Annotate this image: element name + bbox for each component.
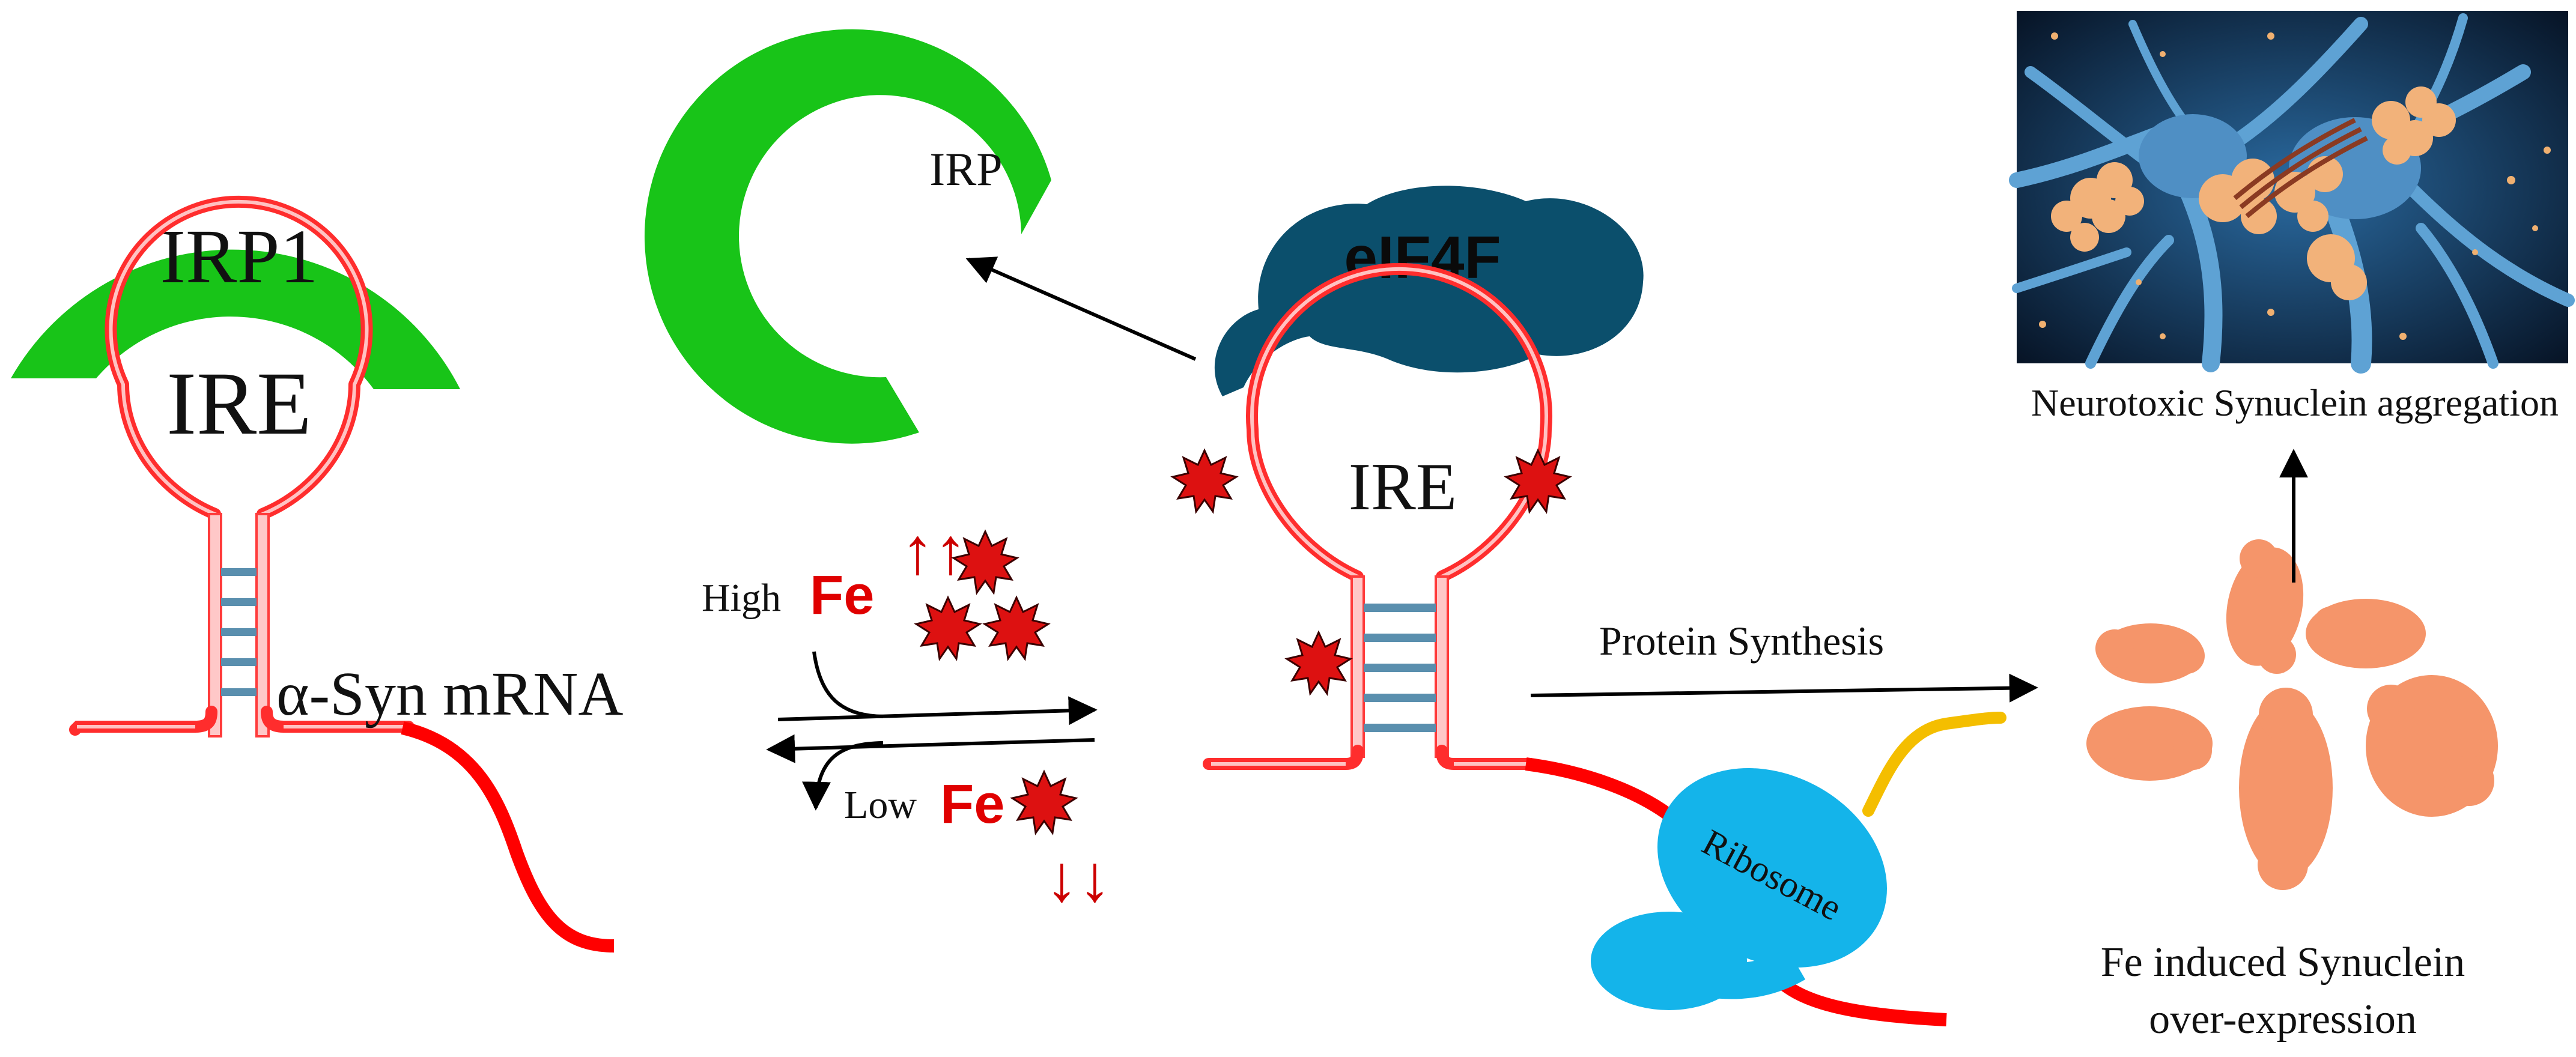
left-ire-structure: IRP1 IRE α-Syn mRNA: [11, 195, 623, 953]
synuclein-aggregates: [2051, 86, 2456, 300]
low-fe-curve: [802, 741, 884, 811]
synuclein-blob-3: [2306, 599, 2426, 668]
center-stem-base-pairs: [1364, 604, 1436, 732]
left-stem-strand-right: [255, 513, 270, 737]
mrna-label: α-Syn mRNA: [276, 659, 623, 728]
eif4f-protein-shape: [1214, 186, 1644, 396]
synuclein-blob-4: [2086, 706, 2213, 781]
iron-increase-arrows: ↑↑: [901, 514, 967, 588]
aggregation-caption: Neurotoxic Synuclein aggregation: [2031, 381, 2559, 424]
low-fe-label: Fe: [940, 774, 1004, 835]
center-ire-structure: eIF4F IRE Ribosome: [1171, 186, 2006, 1026]
iron-ion-7: [1286, 631, 1352, 695]
ribosome-large-subunit: [1657, 768, 1887, 968]
synuclein-blob-5: [2239, 688, 2333, 890]
synuclein-blob-1: [2095, 623, 2205, 683]
center-mrna-backbone: [1203, 745, 1537, 770]
fibril-strands: [2233, 118, 2368, 219]
aggregation-illustration: [2009, 11, 2575, 374]
left-stem-base-pairs: [221, 568, 257, 696]
irp-label: IRP: [929, 143, 1002, 195]
overexpression-caption-line2: over-expression: [2149, 996, 2417, 1043]
iron-equilibrium: High Fe ↑↑ Low Fe ↓↓: [702, 514, 1111, 915]
center-stem-strand-left: [1350, 575, 1365, 758]
protein-synthesis-arrow: [1530, 673, 2038, 703]
iron-ion-4: [1011, 771, 1077, 834]
iron-ion-6: [1505, 449, 1571, 513]
center-ire-label: IRE: [1349, 450, 1457, 524]
free-irp-protein-shape: [644, 29, 1051, 444]
irp-release-arrow: [965, 256, 1197, 361]
synuclein-blob-6: [2366, 675, 2498, 817]
left-stem-strand-left: [208, 513, 222, 737]
synuclein-blob-2: [2226, 539, 2304, 674]
left-ire-label: IRE: [166, 354, 312, 453]
iron-ion-5: [1171, 449, 1238, 513]
protein-synthesis-step: Protein Synthesis: [1530, 618, 2038, 703]
overexpression-caption-line1: Fe induced Synuclein: [2101, 939, 2465, 986]
center-stem-strand-right: [1435, 575, 1449, 758]
eif4f-label: eIF4F: [1344, 224, 1501, 291]
iron-ion-3: [983, 596, 1050, 660]
high-fe-label: Fe: [810, 565, 874, 626]
iron-ion-2: [915, 596, 981, 660]
iron-decrease-arrows: ↓↓: [1045, 841, 1111, 915]
left-mrna-tail: [401, 721, 615, 953]
scattered-particles: [2039, 32, 2551, 340]
forward-arrow: [777, 696, 1098, 725]
reverse-arrow: [766, 734, 1095, 763]
high-fe-curve: [812, 651, 884, 718]
low-label: Low: [844, 783, 917, 827]
synuclein-proteins: [2086, 539, 2498, 890]
nascent-peptide: [1862, 712, 2006, 817]
free-irp: IRP: [644, 29, 1051, 444]
ribosome: Ribosome: [1591, 768, 1887, 1010]
protein-synthesis-label: Protein Synthesis: [1599, 618, 1884, 664]
high-label: High: [702, 576, 781, 620]
irp1-label: IRP1: [160, 214, 318, 299]
